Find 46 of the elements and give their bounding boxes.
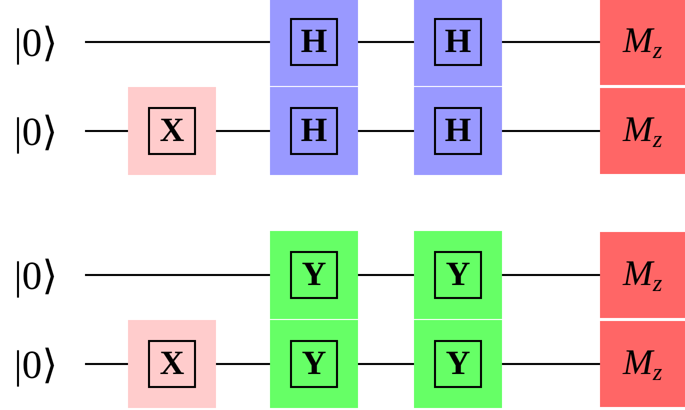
gate-label: H	[434, 18, 482, 66]
measurement-label: M$_{z}$	[622, 341, 662, 387]
gate-box	[270, 0, 358, 86]
measurement-box	[600, 88, 685, 174]
gate-box	[270, 320, 358, 408]
gate-box	[414, 320, 502, 408]
gate-label: Y	[290, 251, 338, 299]
measurement-label: M$_{z}$	[622, 108, 662, 154]
measurement-box	[600, 232, 685, 318]
quantum-wire	[216, 130, 270, 132]
qubit-state: |0⟩	[0, 12, 85, 72]
gate-label: Y	[434, 251, 482, 299]
qubit-state: |0⟩	[0, 245, 85, 305]
gate-box	[270, 87, 358, 175]
gate-box	[414, 87, 502, 175]
measurement-box	[600, 321, 685, 407]
quantum-wire	[85, 41, 270, 43]
quantum-wire	[358, 274, 414, 276]
gate-box	[414, 0, 502, 86]
gate-box	[128, 320, 216, 408]
quantum-wire	[358, 41, 414, 43]
qubit-state: |0⟩	[0, 334, 85, 394]
measurement-box	[600, 0, 685, 85]
quantum-wire	[85, 274, 270, 276]
quantum-wire	[502, 41, 600, 43]
quantum-wire	[502, 274, 600, 276]
gate-label: H	[290, 18, 338, 66]
gate-box	[270, 231, 358, 319]
qubit-state: |0⟩	[0, 101, 85, 161]
quantum-wire	[502, 363, 600, 365]
gate-label: X	[148, 340, 196, 388]
gate-label: Y	[290, 340, 338, 388]
measurement-label: M$_{z}$	[622, 19, 662, 65]
gate-label: Y	[434, 340, 482, 388]
gate-box	[128, 87, 216, 175]
measurement-label: M$_{z}$	[622, 252, 662, 298]
gate-label: H	[290, 107, 338, 155]
quantum-wire	[358, 130, 414, 132]
quantum-wire	[85, 363, 128, 365]
quantum-wire	[216, 363, 270, 365]
gate-box	[414, 231, 502, 319]
quantum-wire	[502, 130, 600, 132]
gate-label: X	[148, 107, 196, 155]
quantum-wire	[85, 130, 128, 132]
gate-label: H	[434, 107, 482, 155]
quantum-wire	[358, 363, 414, 365]
